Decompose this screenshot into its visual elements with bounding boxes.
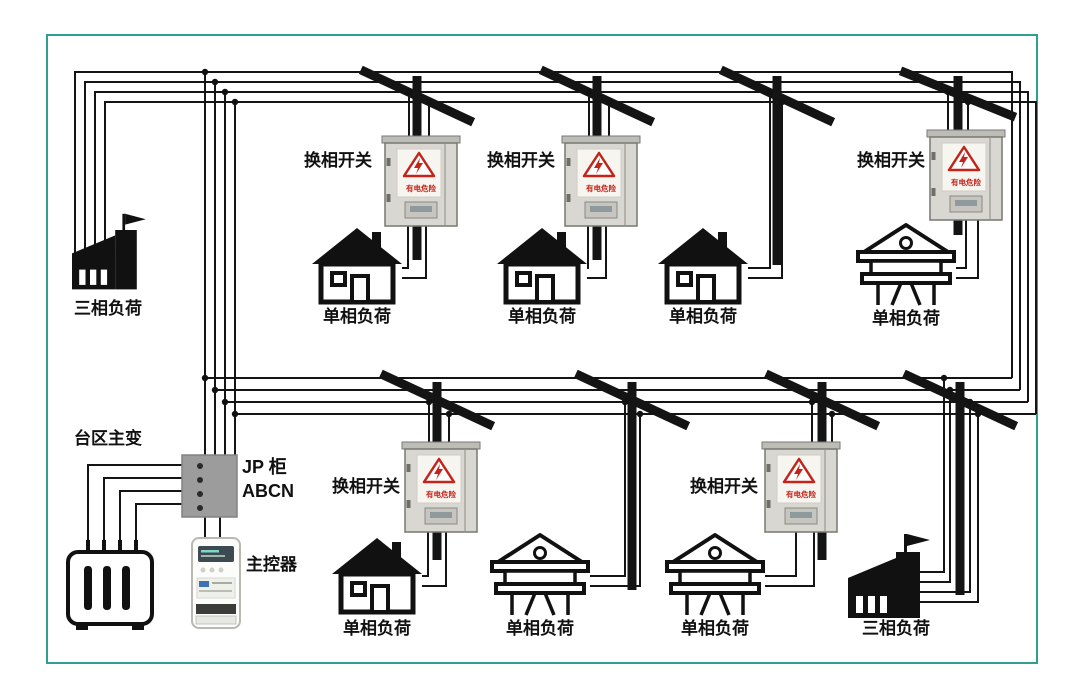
factory-icon — [848, 534, 930, 618]
label-jp-cabinet-phases: ABCN — [242, 481, 294, 501]
warning-sticker-text: 有电危险 — [406, 183, 436, 193]
utility-pole — [718, 65, 836, 265]
house-icon — [497, 228, 587, 302]
phase-switch-box — [925, 128, 1007, 222]
phase-switch-box — [400, 440, 482, 534]
transformer-icon — [66, 540, 154, 630]
label-phase-switch-top-2: 换相开关 — [487, 151, 555, 170]
phase-switch-box — [560, 134, 642, 228]
label-three-phase-load-bottom: 三相负荷 — [862, 619, 930, 638]
label-single-phase-load-top-1: 单相负荷 — [323, 307, 391, 326]
label-jp-cabinet: JP 柜 — [242, 457, 287, 477]
pavilion-house-icon — [856, 223, 956, 307]
pavilion-house-icon — [665, 533, 765, 617]
label-phase-switch-bottom-1: 换相开关 — [332, 477, 400, 496]
jp-cabinet — [181, 454, 238, 518]
label-main-controller: 主控器 — [246, 555, 297, 574]
utility-pole — [901, 369, 1019, 595]
label-single-phase-load-bottom-3: 单相负荷 — [681, 619, 749, 638]
phase-switch-boxes: 有电危险 有电危险 有电危险 有电危险 有电危险 — [380, 128, 1007, 534]
label-three-phase-load-top: 三相负荷 — [74, 299, 142, 318]
warning-sticker-text: 有电危险 — [786, 489, 816, 499]
label-single-phase-load-top-3: 单相负荷 — [669, 307, 737, 326]
label-district-transformer: 台区主变 — [74, 429, 142, 448]
utility-pole — [573, 369, 691, 590]
house-icon — [658, 228, 748, 302]
label-single-phase-load-bottom-2: 单相负荷 — [506, 619, 574, 638]
pavilion-house-icon — [490, 533, 590, 617]
warning-sticker-text: 有电危险 — [951, 177, 981, 187]
factory-icon — [72, 213, 146, 290]
main-controller-icon — [191, 537, 241, 629]
warning-sticker-text: 有电危险 — [426, 489, 456, 499]
label-phase-switch-top-1: 换相开关 — [304, 151, 372, 170]
house-icon — [332, 538, 422, 612]
phase-switch-box — [380, 134, 462, 228]
phase-switch-box — [760, 440, 842, 534]
wiring-lines — [74, 71, 1037, 603]
junction-dots — [201, 68, 982, 418]
label-phase-switch-bottom-2: 换相开关 — [690, 477, 758, 496]
warning-sticker-text: 有电危险 — [586, 183, 616, 193]
label-single-phase-load-bottom-1: 单相负荷 — [343, 619, 411, 638]
label-phase-switch-top-3: 换相开关 — [857, 151, 925, 170]
label-single-phase-load-top-2: 单相负荷 — [508, 307, 576, 326]
house-icon — [312, 228, 402, 302]
label-single-phase-load-top-4: 单相负荷 — [872, 309, 940, 328]
